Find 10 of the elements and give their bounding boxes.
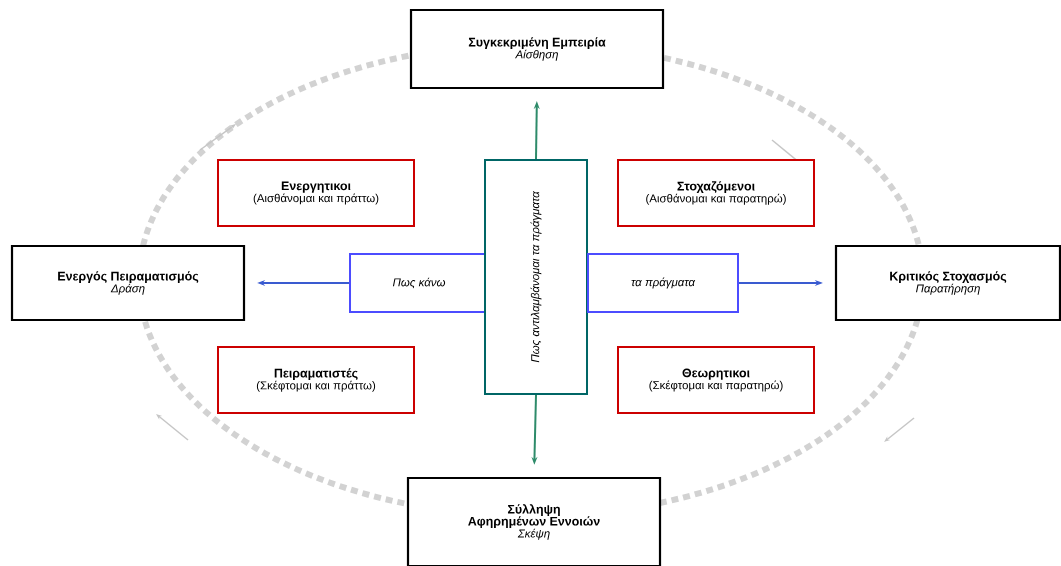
learner-style-box: Ενεργητικοι (Αισθάνομαι και πράττω) <box>217 159 415 227</box>
stage-box: Κριτικός Στοχασμός Παρατήρηση <box>834 244 1061 322</box>
stage-box: Συγκεκριμένη Εμπειρία Αίσθηση <box>409 8 665 90</box>
process-box: τα πράγματα <box>587 253 739 313</box>
stage-box: Σύλληψη Αφηρημένων Εννοιών Σκέψη <box>406 476 662 566</box>
process-box: Πως αντιλαμβάνομαι τα πράγματα <box>484 159 588 395</box>
learner-style-box: Στοχαζόμενοι (Αισθάνομαι και παρατηρώ) <box>617 159 815 227</box>
learner-style-box: Θεωρητικοι (Σκέφτομαι και παρατηρώ) <box>617 346 815 414</box>
stage-box: Ενεργός Πειραματισμός Δράση <box>10 244 246 322</box>
learner-style-box: Πειραματιστές (Σκέφτομαι και πράττω) <box>217 346 415 414</box>
